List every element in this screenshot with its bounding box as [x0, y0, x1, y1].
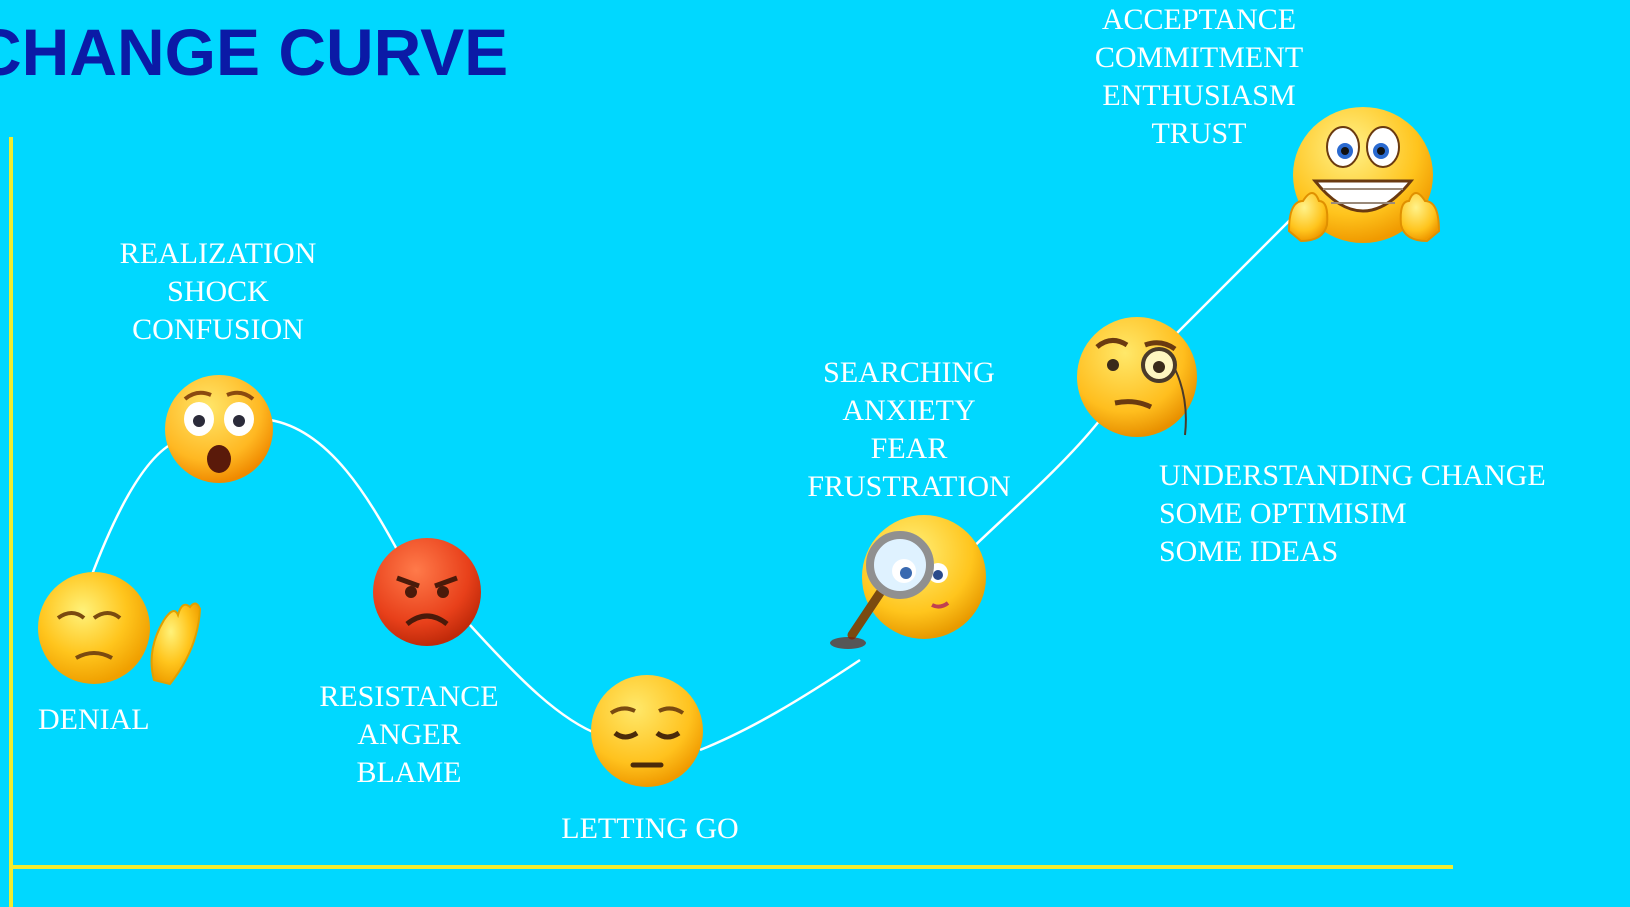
stage-label-realization: REALIZATION SHOCK CONFUSION — [119, 237, 317, 346]
page-title: CHANGE CURVE — [0, 15, 509, 89]
stage-label-denial: DENIAL — [38, 703, 150, 736]
stage-label-resistance: RESISTANCE ANGER BLAME — [319, 680, 499, 789]
stage-label-letting-go: LETTING GO — [561, 812, 739, 845]
shocked-face-icon — [165, 375, 273, 483]
x-axis — [9, 865, 1453, 869]
curve-line — [88, 209, 1301, 752]
stage-label-acceptance: ACCEPTANCE COMMITMENT ENTHUSIASM TRUST — [1094, 3, 1304, 150]
stage-label-understanding: UNDERSTANDING CHANGE SOME OPTIMISIM SOME… — [1159, 459, 1546, 568]
angry-face-icon — [373, 538, 481, 646]
grinning-thumbs-up-face-icon — [1287, 107, 1441, 243]
magnifying-glass-face-icon — [830, 515, 986, 649]
y-axis — [9, 137, 13, 907]
hand-raised-face-icon — [38, 572, 202, 686]
pensive-face-icon — [591, 675, 703, 787]
stage-label-searching: SEARCHING ANXIETY FEAR FRUSTRATION — [807, 356, 1011, 503]
monocle-face-icon — [1077, 317, 1197, 437]
